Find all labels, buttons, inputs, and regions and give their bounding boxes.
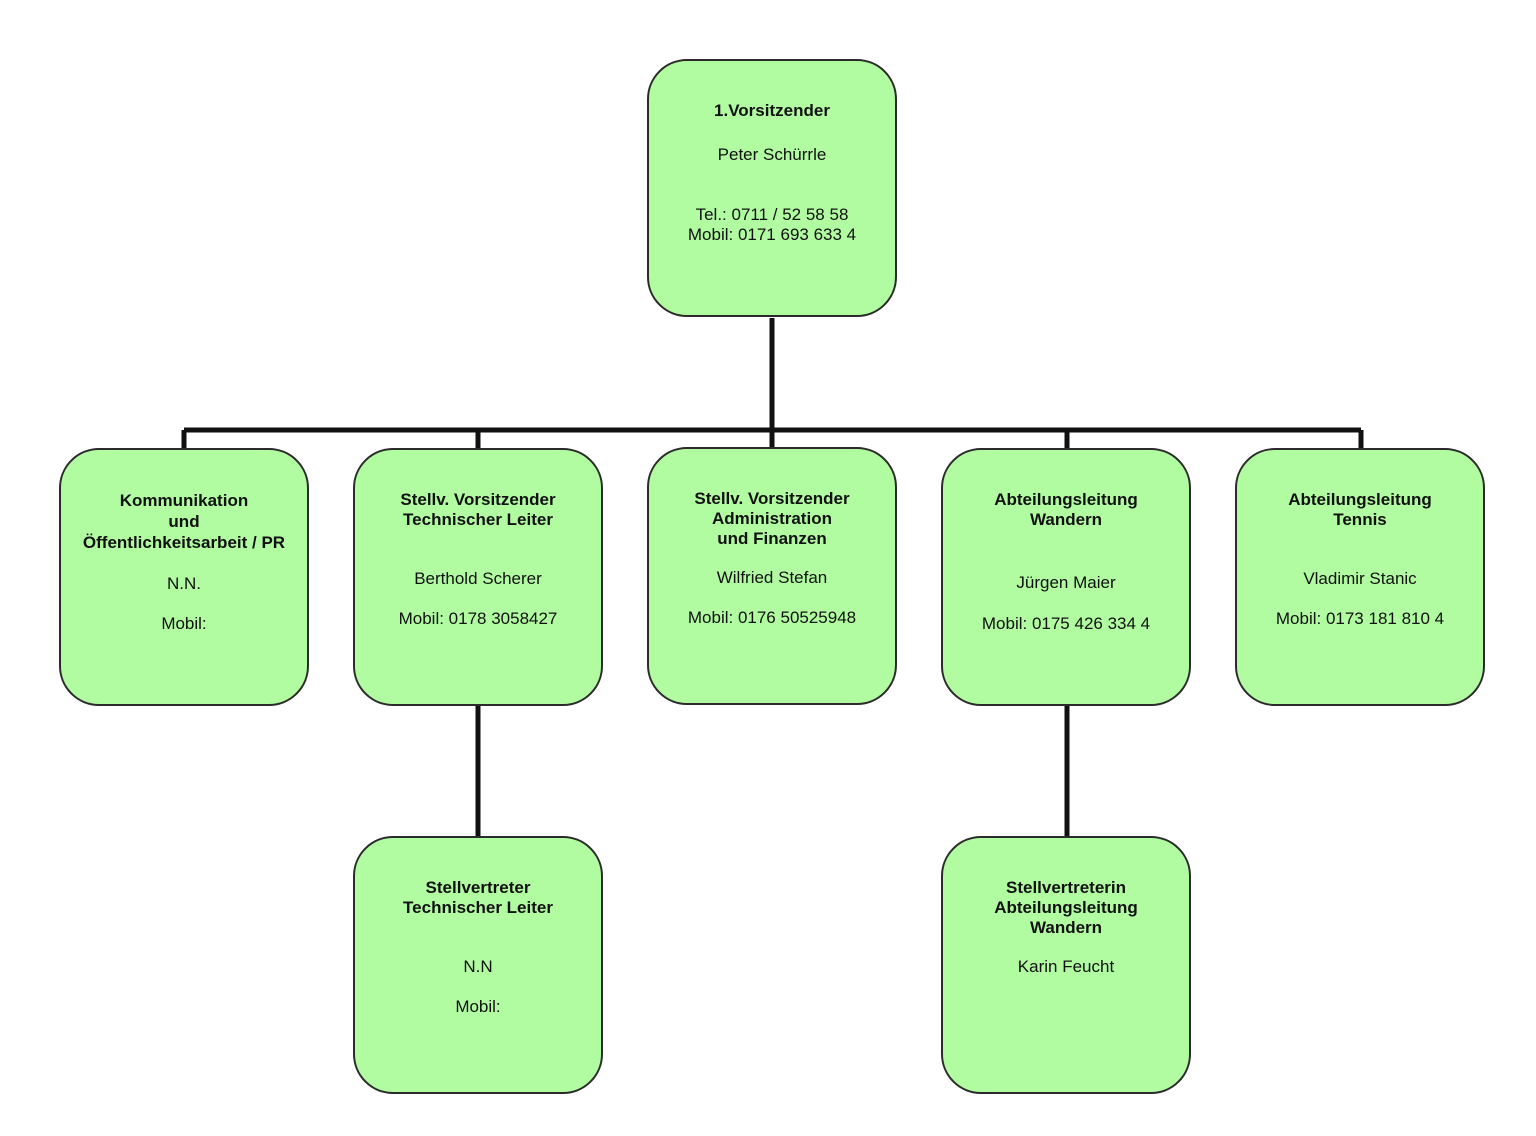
node-chair-contact: Tel.: 0711 / 52 58 58 Mobil: 0171 693 63… (687, 205, 857, 244)
node-admin-title: Stellv. Vorsitzender Administration und … (694, 489, 850, 548)
node-tennis-name: Vladimir Stanic (1303, 569, 1417, 588)
node-hiking-title: Abteilungsleitung Wandern (994, 490, 1138, 529)
node-admin: Stellv. Vorsitzender Administration und … (647, 447, 897, 705)
node-pr-title: Kommunikation und Öffentlichkeitsarbeit … (82, 491, 286, 552)
node-pr-name: N.N. (167, 574, 201, 593)
node-tech-deputy-name: N.N (463, 957, 493, 976)
node-pr: Kommunikation und Öffentlichkeitsarbeit … (59, 448, 309, 706)
node-tennis: Abteilungsleitung Tennis Vladimir Stanic… (1235, 448, 1485, 706)
node-admin-name: Wilfried Stefan (716, 568, 828, 587)
node-hiking-deputy: Stellvertreterin Abteilungsleitung Wande… (941, 836, 1191, 1094)
node-pr-contact: Mobil: (161, 614, 207, 633)
node-hiking-name: Jürgen Maier (1016, 573, 1116, 592)
node-tech-title: Stellv. Vorsitzender Technischer Leiter (400, 490, 556, 529)
node-admin-contact: Mobil: 0176 50525948 (687, 608, 857, 627)
node-chair-title: 1.Vorsitzender (714, 101, 830, 120)
node-tech-deputy-title: Stellvertreter Technischer Leiter (403, 878, 553, 917)
node-hiking-deputy-title: Stellvertreterin Abteilungsleitung Wande… (994, 878, 1138, 937)
node-chair: 1.Vorsitzender Peter Schürrle Tel.: 0711… (647, 59, 897, 317)
node-hiking-contact: Mobil: 0175 426 334 4 (981, 614, 1151, 633)
node-tennis-contact: Mobil: 0173 181 810 4 (1275, 609, 1445, 628)
node-hiking-deputy-name: Karin Feucht (1017, 957, 1115, 976)
node-hiking: Abteilungsleitung Wandern Jürgen Maier M… (941, 448, 1191, 706)
node-chair-name: Peter Schürrle (717, 145, 827, 164)
node-tech-contact: Mobil: 0178 3058427 (398, 609, 558, 628)
node-tech-deputy-contact: Mobil: (455, 997, 501, 1016)
node-tennis-title: Abteilungsleitung Tennis (1288, 490, 1432, 529)
node-tech: Stellv. Vorsitzender Technischer Leiter … (353, 448, 603, 706)
node-tech-name: Berthold Scherer (414, 569, 542, 588)
node-tech-deputy: Stellvertreter Technischer Leiter N.N Mo… (353, 836, 603, 1094)
